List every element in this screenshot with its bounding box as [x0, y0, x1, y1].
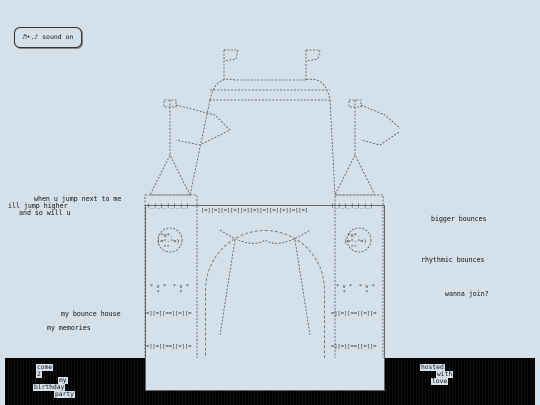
- left-side-band: =][=][==][=][=: [146, 311, 192, 317]
- left-lower-band: =][=][==][=][=: [146, 344, 192, 350]
- footer-word-hosted: hosted: [420, 364, 445, 371]
- right-side-band: =][=][==][=][=: [331, 311, 377, 317]
- left-wave-flag: [175, 104, 231, 146]
- label-so-will-u: and so will u: [19, 209, 71, 217]
- label-wanna-join: wanna join?: [445, 290, 489, 298]
- right-flag: [305, 49, 321, 62]
- footer-word-birthday: birthday: [33, 384, 66, 391]
- roof-right-edge: [329, 99, 336, 196]
- house-base: [145, 358, 385, 391]
- label-jump-higher: ill jump higher: [8, 202, 68, 210]
- bounce-house-ascii-art: [144, 49, 400, 391]
- left-face-art: .*o*. (=°-°=) "": [157, 233, 180, 251]
- bounce-house-arch: [205, 230, 325, 390]
- right-lower-band: =][=][==][=][=: [331, 344, 377, 350]
- label-rhythmic-bounces: rhythmic bounces: [421, 256, 485, 264]
- footer-word-2: 2: [36, 371, 42, 378]
- left-stars-art: * v * * v * * *: [150, 284, 189, 296]
- label-my-bounce-house: my bounce house: [61, 310, 121, 318]
- right-wave-flag: [360, 104, 400, 146]
- label-my-memories: my memories: [47, 324, 91, 332]
- right-tower-top: |_|_|_|_|_|_|: [331, 203, 374, 209]
- right-tower-face: [346, 227, 372, 253]
- right-tower-roof: [334, 154, 376, 196]
- footer-word-love: love: [431, 378, 449, 385]
- left-tower-top: |_|_|_|_|_|_|: [147, 203, 190, 209]
- footer-word-come: come: [36, 364, 54, 371]
- curtain-right: [294, 239, 311, 336]
- curtain-top: [219, 229, 311, 244]
- footer-word-my: my: [58, 377, 68, 384]
- left-tower-face: [157, 227, 183, 253]
- left-flag: [223, 49, 239, 62]
- right-tower-cap: [348, 99, 362, 108]
- sound-toggle-button[interactable]: ♬•.♪ sound on: [14, 27, 82, 48]
- house-banner: [=][=][=][=][=][=][=][=][=][=][=]: [201, 208, 309, 214]
- footer-word-party: party: [54, 391, 75, 398]
- left-tower-cap: [163, 99, 177, 108]
- label-jump-next: when u jump next to me: [34, 195, 122, 203]
- curtain-left: [219, 239, 236, 336]
- label-bigger-bounces: bigger bounces: [431, 215, 487, 223]
- right-stars-art: * v * * v * * *: [336, 284, 375, 296]
- top-roof: [209, 78, 331, 101]
- right-face-art: .*o*. (=°-°=) "": [344, 233, 367, 251]
- roof-left-edge: [189, 99, 211, 196]
- footer-word-with: with: [436, 371, 454, 378]
- left-tower-roof: [149, 154, 191, 196]
